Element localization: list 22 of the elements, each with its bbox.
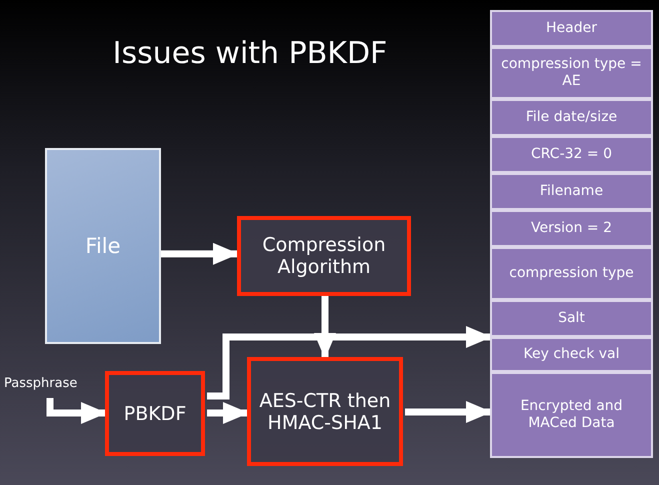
file-box: File xyxy=(45,148,161,344)
input-label: Passphrase xyxy=(4,372,94,394)
arrow xyxy=(46,398,107,424)
arrow xyxy=(207,402,249,424)
table-cell: Header xyxy=(490,10,653,47)
process-box: AES-CTR then HMAC-SHA1 xyxy=(247,357,403,466)
arrow xyxy=(314,296,336,359)
slide-title: Issues with PBKDF xyxy=(112,36,388,71)
table-cell: Version = 2 xyxy=(490,210,653,247)
table-cell: CRC-32 = 0 xyxy=(490,136,653,173)
table-cell: Filename xyxy=(490,173,653,210)
table-cell: compression type = AE xyxy=(490,47,653,99)
table-cell: Salt xyxy=(490,300,653,337)
process-box: Compression Algorithm xyxy=(237,216,411,296)
table-cell: Encrypted and MACed Data xyxy=(490,372,653,458)
table-cell: Key check val xyxy=(490,337,653,372)
process-box: PBKDF xyxy=(105,371,205,456)
arrow xyxy=(161,242,239,265)
table-cell: File date/size xyxy=(490,99,653,136)
arrow xyxy=(405,401,492,423)
arrow xyxy=(207,326,492,400)
table-cell: compression type xyxy=(490,247,653,300)
